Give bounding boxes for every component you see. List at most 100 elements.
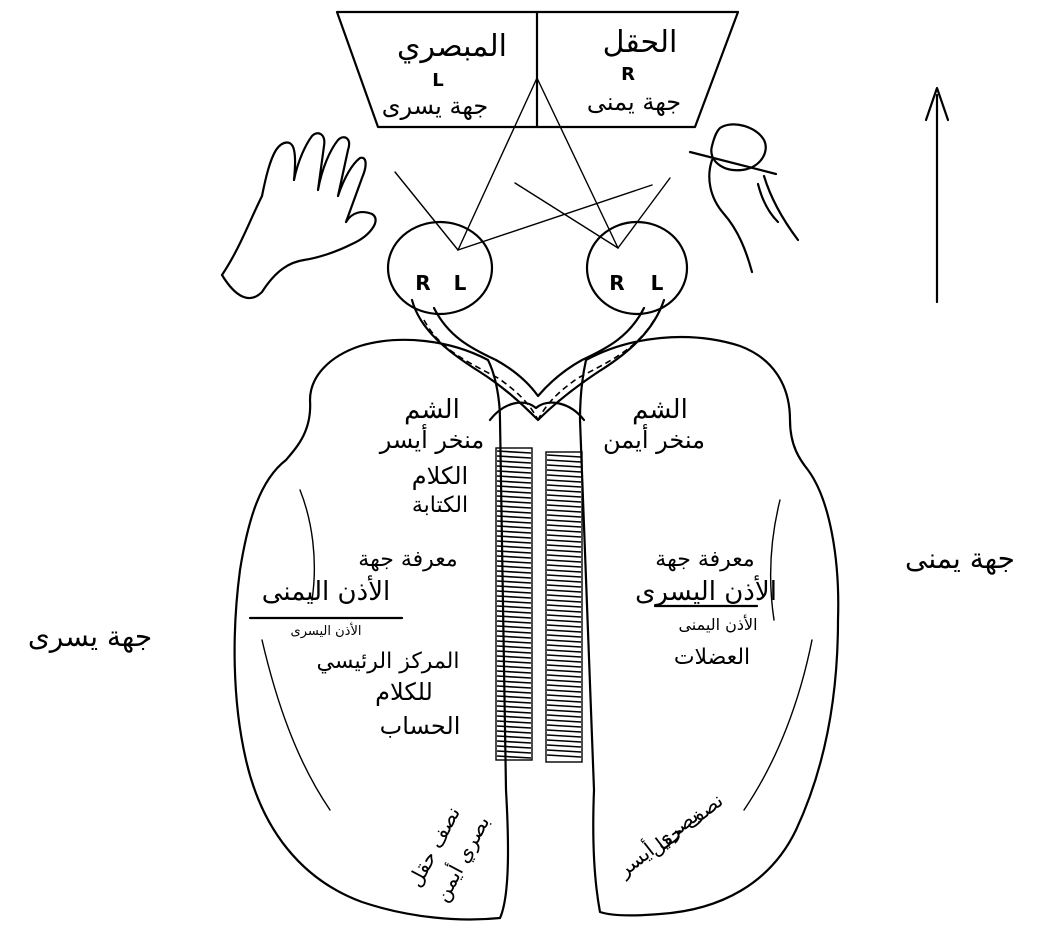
hatch-line bbox=[497, 456, 531, 458]
hatch-line bbox=[547, 700, 581, 702]
hatch-line bbox=[547, 755, 581, 757]
hatch-line bbox=[497, 636, 531, 638]
right-hemisphere-labels: الشم منخر أيمن معرفة جهة الأذن اليسرى ال… bbox=[603, 395, 777, 883]
left-hear-2: الأذن اليمنى bbox=[262, 574, 391, 607]
hatch-line bbox=[547, 725, 581, 727]
hatch-line bbox=[497, 476, 531, 478]
left-speech-2: الكتابة bbox=[412, 493, 468, 518]
right-hear-2: الأذن اليسرى bbox=[635, 574, 777, 607]
hatch-line bbox=[547, 490, 581, 492]
right-hand-icon bbox=[690, 124, 798, 272]
visual-field-right-letter: R bbox=[621, 64, 635, 85]
hatch-line bbox=[497, 696, 531, 698]
hatch-line bbox=[547, 485, 581, 487]
hatch-line bbox=[497, 631, 531, 633]
hatch-line bbox=[547, 510, 581, 512]
hatch-line bbox=[547, 565, 581, 567]
hatch-line bbox=[547, 520, 581, 522]
left-smell-1: الشم bbox=[404, 395, 460, 425]
hatch-line bbox=[497, 701, 531, 703]
hatch-line bbox=[497, 686, 531, 688]
left-side-label: جهة يسرى bbox=[28, 620, 152, 653]
hatch-line bbox=[547, 530, 581, 532]
hatch-line bbox=[547, 500, 581, 502]
hatch-line bbox=[547, 610, 581, 612]
hatch-line bbox=[497, 461, 531, 463]
hatch-line bbox=[547, 695, 581, 697]
hatch-line bbox=[497, 466, 531, 468]
hatch-line bbox=[547, 515, 581, 517]
left-hand-icon bbox=[222, 133, 376, 298]
hatch-line bbox=[497, 626, 531, 628]
hatch-line bbox=[547, 570, 581, 572]
hatch-line bbox=[547, 600, 581, 602]
hatch-line bbox=[547, 575, 581, 577]
left-smell-2: منخر أيسر bbox=[379, 424, 484, 454]
hatch-line bbox=[497, 666, 531, 668]
hatch-line bbox=[547, 455, 581, 457]
visual-field-right-title: الحقل bbox=[603, 25, 678, 60]
hatch-line bbox=[497, 736, 531, 738]
hatch-line bbox=[547, 460, 581, 462]
hatch-line bbox=[547, 690, 581, 692]
hatch-line bbox=[547, 685, 581, 687]
hatch-line bbox=[497, 716, 531, 718]
hatch-line bbox=[547, 475, 581, 477]
hatch-line bbox=[497, 641, 531, 643]
hatch-line bbox=[547, 465, 581, 467]
left-hemisphere-labels: الشم منخر أيسر الكلام الكتابة معرفة جهة … bbox=[250, 395, 495, 906]
hatch-line bbox=[547, 720, 581, 722]
visual-field-left-side: جهة يسرى bbox=[382, 92, 489, 120]
hatch-line bbox=[547, 745, 581, 747]
hatch-line bbox=[547, 625, 581, 627]
hatch-line bbox=[497, 646, 531, 648]
hatch-line bbox=[497, 651, 531, 653]
left-hear-1: معرفة جهة bbox=[358, 547, 457, 572]
hatch-line bbox=[547, 535, 581, 537]
left-eye bbox=[388, 222, 492, 314]
hatch-line bbox=[547, 505, 581, 507]
hatch-line bbox=[547, 650, 581, 652]
left-eye-l: L bbox=[454, 271, 467, 295]
right-eye-l: L bbox=[651, 271, 664, 295]
hatch-line bbox=[547, 590, 581, 592]
right-hear-1: معرفة جهة bbox=[655, 547, 754, 572]
hatch-line bbox=[547, 740, 581, 742]
sight-line bbox=[395, 172, 458, 250]
hatch-line bbox=[547, 655, 581, 657]
hatch-line bbox=[497, 471, 531, 473]
right-eye bbox=[587, 222, 687, 314]
left-center-1: المركز الرئيسي bbox=[317, 649, 460, 674]
hatch-line bbox=[547, 595, 581, 597]
hatch-line bbox=[547, 680, 581, 682]
hatch-line bbox=[497, 621, 531, 623]
hatch-line bbox=[497, 676, 531, 678]
hatch-line bbox=[547, 495, 581, 497]
up-arrow-icon bbox=[926, 88, 948, 302]
hatch-line bbox=[497, 746, 531, 748]
hatch-line bbox=[547, 615, 581, 617]
left-center-2: للكلام bbox=[375, 678, 433, 706]
hatch-line bbox=[547, 540, 581, 542]
hatch-line bbox=[497, 706, 531, 708]
hatch-line bbox=[547, 730, 581, 732]
hatch-line bbox=[547, 645, 581, 647]
right-vf-2: بصري أيسر bbox=[611, 803, 703, 883]
hatch-line bbox=[497, 751, 531, 753]
hatch-line bbox=[547, 735, 581, 737]
hatch-line bbox=[497, 671, 531, 673]
hatch-line bbox=[547, 470, 581, 472]
left-eye-r: R bbox=[415, 271, 430, 295]
hatch-line bbox=[547, 670, 581, 672]
visual-field-left-letter: L bbox=[432, 70, 443, 91]
right-smell-1: الشم bbox=[632, 395, 688, 425]
hatch-line bbox=[547, 555, 581, 557]
hatch-line bbox=[547, 545, 581, 547]
left-hear-3: الأذن اليسرى bbox=[291, 622, 362, 639]
visual-field-right-side: جهة يمنى bbox=[587, 88, 681, 116]
hatch-line bbox=[547, 560, 581, 562]
hatch-line bbox=[547, 635, 581, 637]
hatch-line bbox=[497, 726, 531, 728]
visual-field: المبصري L جهة يسرى الحقل R جهة يمنى bbox=[337, 12, 738, 127]
hatch-line bbox=[547, 630, 581, 632]
